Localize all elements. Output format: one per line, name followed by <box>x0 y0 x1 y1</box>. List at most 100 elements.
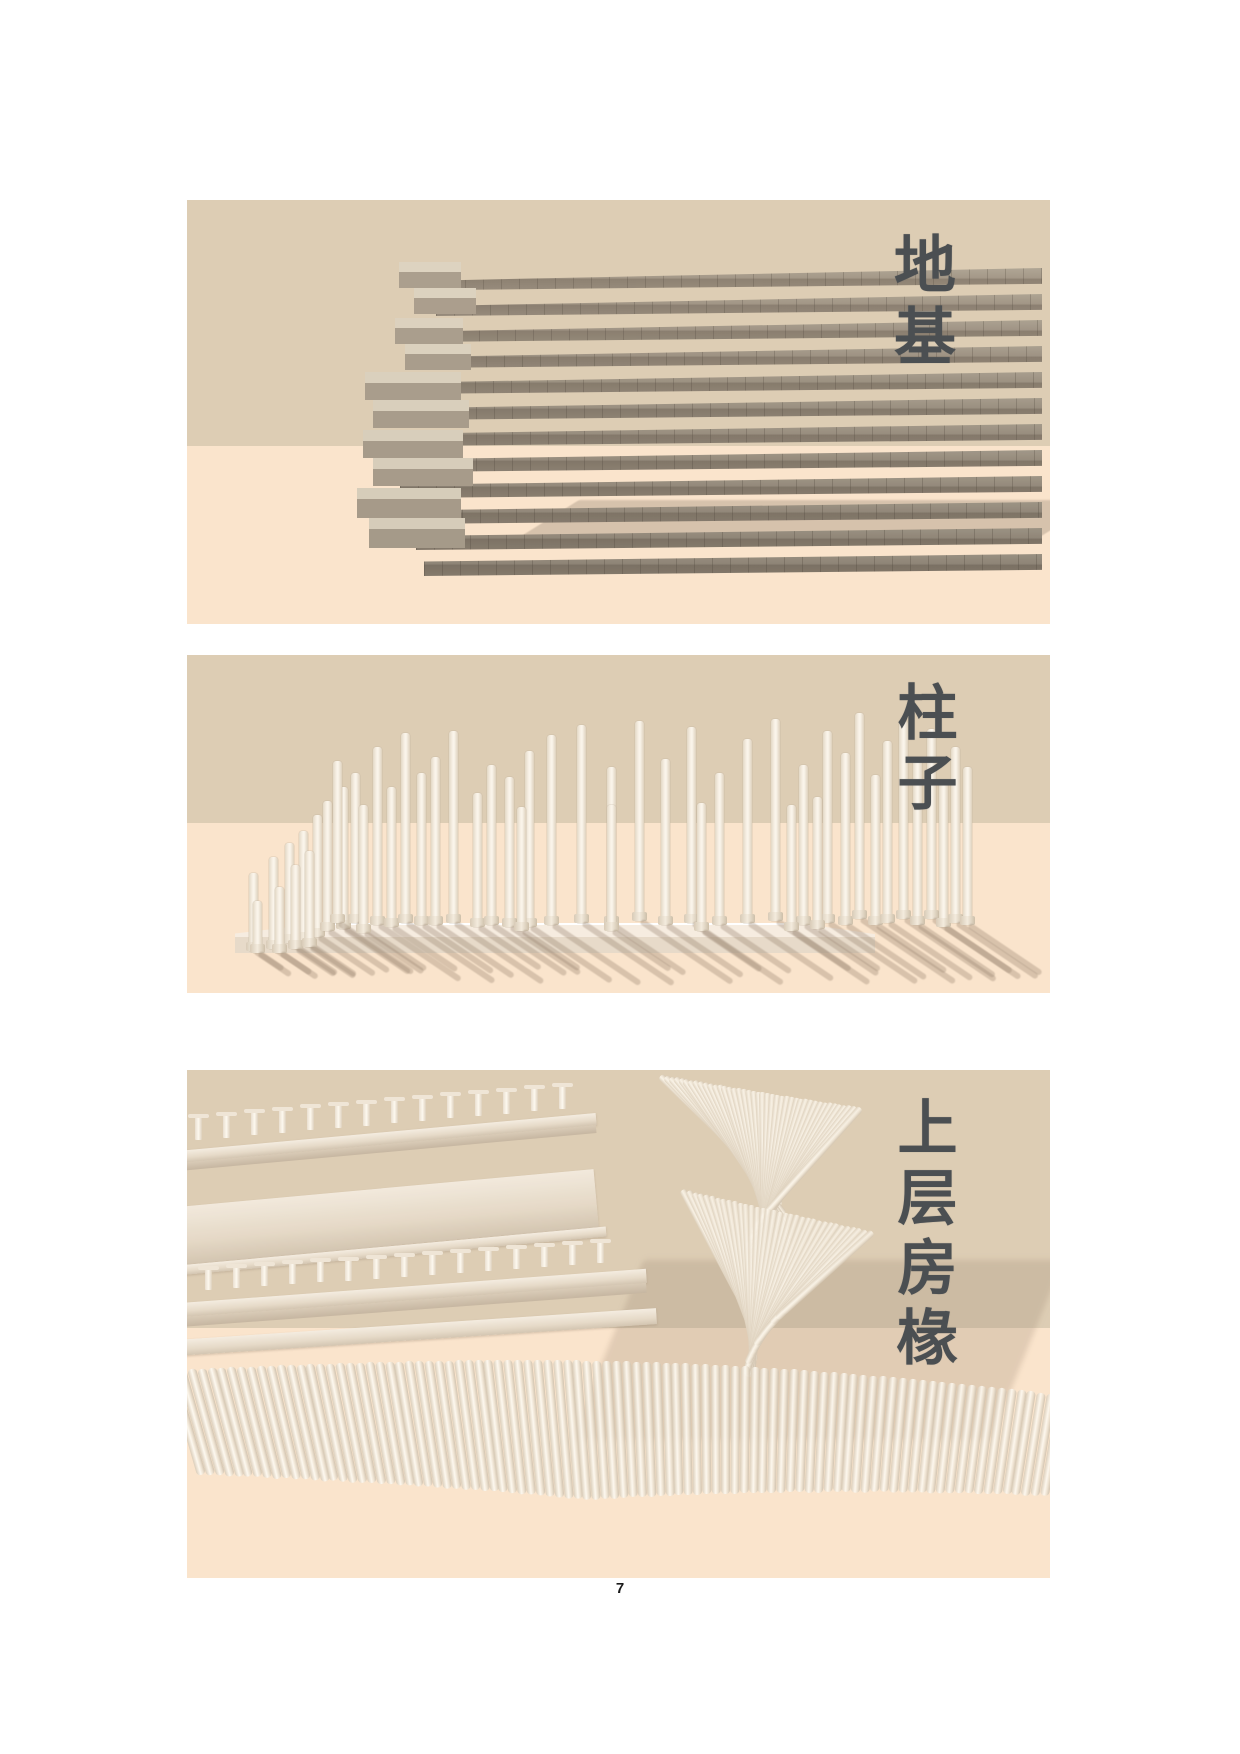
platform-face <box>235 937 875 953</box>
column <box>330 761 345 923</box>
column <box>398 733 413 923</box>
dougong-bracket <box>440 1092 461 1119</box>
column <box>484 765 499 925</box>
dougong-bracket <box>338 1256 359 1281</box>
foundation-end-block <box>414 288 476 314</box>
column <box>868 775 883 925</box>
foundation-render <box>187 200 1050 624</box>
panel-caption-rafters: 上层房椽 <box>887 1096 957 1376</box>
column <box>948 747 963 923</box>
dougong-bracket <box>272 1106 293 1133</box>
column <box>514 807 529 931</box>
foundation-end-block <box>373 400 469 428</box>
dougong-bracket <box>226 1264 247 1289</box>
column <box>356 805 371 933</box>
dougong-bracket <box>216 1111 237 1138</box>
dougong-bracket <box>198 1266 219 1290</box>
figure-panel-rafters: 上层房椽 <box>187 1070 1050 1578</box>
column <box>544 735 559 925</box>
rafters-render <box>187 1070 1050 1578</box>
column <box>384 787 399 927</box>
column <box>694 803 709 931</box>
column <box>810 797 825 929</box>
column <box>784 805 799 931</box>
column <box>768 719 783 921</box>
column <box>880 741 895 923</box>
column <box>896 721 911 919</box>
column <box>820 731 835 923</box>
roof-tile <box>701 1364 712 1495</box>
column <box>282 843 297 943</box>
foundation-course <box>404 450 1042 472</box>
column <box>502 777 517 927</box>
foundation-end-block <box>373 458 473 486</box>
dougong-bracket <box>468 1090 489 1116</box>
dougong-bracket <box>562 1241 583 1266</box>
dougong-bracket <box>552 1082 573 1109</box>
column <box>852 713 867 919</box>
dougong-bracket <box>384 1097 405 1124</box>
figure-panel-foundation: 地基 <box>187 200 1050 624</box>
column <box>370 747 385 925</box>
column <box>250 901 265 953</box>
column <box>522 751 537 927</box>
roof-tile <box>720 1365 730 1494</box>
dougong-bracket <box>328 1102 349 1128</box>
foundation-course <box>400 476 1042 498</box>
column <box>446 731 461 923</box>
panel-caption-foundation: 地基 <box>883 232 956 376</box>
roof-tile <box>730 1365 740 1494</box>
column <box>414 773 429 925</box>
column <box>288 865 303 949</box>
foundation-course <box>404 424 1042 446</box>
column <box>936 781 951 927</box>
foundation-course <box>404 398 1042 420</box>
column <box>684 727 699 923</box>
foundation-end-block <box>357 488 461 518</box>
column <box>924 729 939 919</box>
dougong-bracket <box>450 1248 471 1273</box>
dougong-bracket <box>244 1109 265 1136</box>
foundation-end-block <box>365 372 461 400</box>
foundation-end-block <box>405 344 471 370</box>
column <box>470 793 485 927</box>
roof-tile <box>739 1366 750 1494</box>
dougong-bracket <box>300 1104 321 1131</box>
roof-tile <box>710 1364 721 1495</box>
dougong-bracket <box>534 1243 555 1268</box>
column <box>712 773 727 925</box>
dougong-bracket <box>506 1245 527 1270</box>
column <box>320 801 335 931</box>
foundation-end-block <box>395 318 463 344</box>
column <box>604 805 619 931</box>
column <box>960 767 975 925</box>
column <box>740 739 755 923</box>
column <box>632 721 647 921</box>
dougong-bracket <box>282 1260 303 1285</box>
column <box>658 759 673 925</box>
column <box>272 887 287 953</box>
panel-caption-columns: 柱子 <box>887 681 957 821</box>
figure-panel-columns: 柱子 <box>187 655 1050 993</box>
foundation-course <box>424 554 1042 576</box>
dougong-bracket <box>412 1094 433 1121</box>
foundation-end-block <box>369 518 465 548</box>
dougong-bracket <box>590 1239 611 1264</box>
column <box>428 757 443 925</box>
dougong-bracket <box>254 1262 275 1287</box>
column <box>336 787 351 929</box>
column <box>310 815 325 937</box>
foundation-end-block <box>399 262 461 288</box>
dougong-bracket <box>394 1252 415 1277</box>
column <box>574 725 589 923</box>
dougong-bracket <box>496 1087 517 1114</box>
dougong-bracket <box>478 1247 499 1271</box>
column-shadow <box>955 920 1039 980</box>
page-number: 7 <box>615 1580 625 1597</box>
column <box>348 773 363 923</box>
column <box>910 759 925 925</box>
column <box>302 851 317 947</box>
dougong-bracket <box>422 1250 443 1275</box>
foundation-end-block <box>363 430 463 458</box>
